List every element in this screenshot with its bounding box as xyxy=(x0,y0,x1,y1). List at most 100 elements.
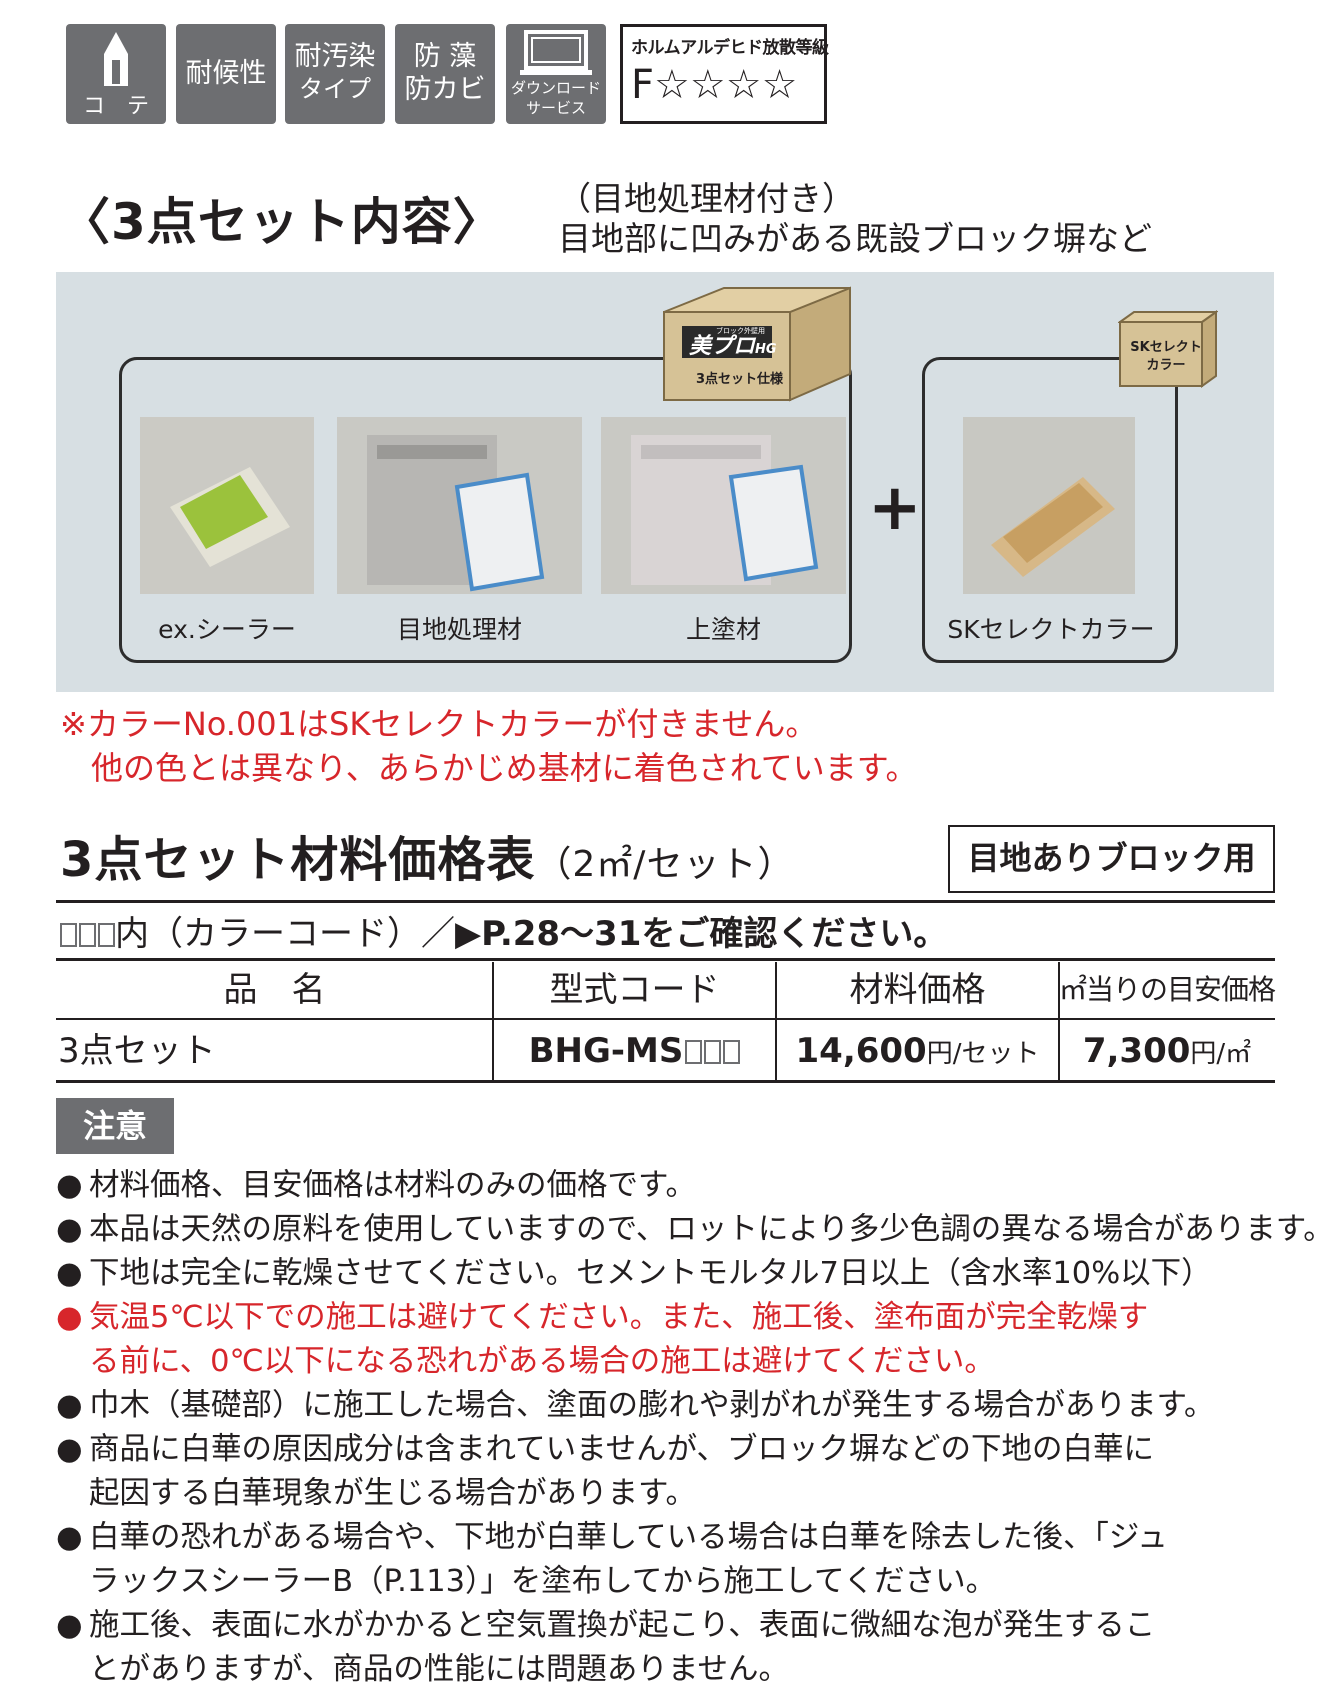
header-model-code: 型式コード xyxy=(549,970,720,1010)
joint-material-bags-image xyxy=(367,435,545,592)
material-price-value: 14,600 xyxy=(795,1031,927,1071)
sk-box-label-2: カラー xyxy=(1146,358,1186,373)
select-color-group xyxy=(922,357,1178,663)
caution-text: 起因する白華現象が生じる場合があります。 xyxy=(89,1476,696,1511)
monitor-icon xyxy=(520,30,592,75)
color-code-box-icon xyxy=(79,923,96,947)
item-caption-sealer: ex.シーラー xyxy=(158,615,296,644)
caution-text: 商品に白華の原因成分は含まれていませんが、ブロック塀などの下地の白華に xyxy=(89,1432,1155,1467)
warning-line-1: ※カラーNo.001はSKセレクトカラーが付きません。 xyxy=(60,705,818,743)
trowel-icon xyxy=(104,32,128,86)
color-code-reference: ▶P.28〜31をご確認ください。 xyxy=(455,914,948,954)
download-label-1: ダウンロード xyxy=(510,79,601,97)
caution-list: ●材料価格、目安価格は材料のみの価格です。●本品は天然の原料を使用していますので… xyxy=(56,1164,1332,1692)
set-note-2: 目地部に凹みがある既設ブロック塀など xyxy=(558,219,1152,258)
price-table-title-text: 3点セット材料価格表 xyxy=(60,832,536,888)
cell-product-name: 3点セット xyxy=(58,1031,216,1071)
bullet-icon: ● xyxy=(56,1432,83,1467)
col-sep-1 xyxy=(492,962,494,1080)
caution-item: る前に、0℃以下になる恐れがある場合の施工は避けてください。 xyxy=(56,1340,1281,1384)
model-code-box-icon xyxy=(723,1040,741,1064)
kote-label: コ テ xyxy=(82,94,149,119)
item-caption-topcoat: 上塗材 xyxy=(685,615,761,644)
caution-text: 白華の恐れがある場合や、下地が白華している場合は白華を除去した後、「ジュ xyxy=(89,1520,1168,1555)
caution-item: ●下地は完全に乾燥させてください。セメントモルタル7日以上（含水率10%以下） xyxy=(56,1252,1281,1296)
box-label: 3点セット仕様 xyxy=(696,372,784,387)
box-brand: 美プロHG xyxy=(689,328,777,360)
set-contents-heading: 〈3点セット内容〉 xyxy=(60,193,504,251)
table-header-top-rule xyxy=(56,958,1275,961)
per-m2-value: 7,300 xyxy=(1082,1031,1191,1071)
bullet-icon: ● xyxy=(56,1300,83,1335)
weather-badge: 耐候性 xyxy=(176,24,276,124)
color-code-box-icon xyxy=(60,923,77,947)
caution-item: ●本品は天然の原料を使用していますので、ロットにより多少色調の異なる場合がありま… xyxy=(56,1208,1332,1252)
formaldehyde-badge: ホルムアルデヒド放散等級 F☆☆☆☆ xyxy=(620,24,829,124)
caution-text: ラックスシーラーB（P.113）」を塗布してから施工してください。 xyxy=(89,1564,997,1599)
sealer-pack-image xyxy=(170,467,290,567)
item-caption-select-color: SKセレクトカラー xyxy=(947,615,1155,644)
color-code-line: 内（カラーコード）／▶P.28〜31をご確認ください。 xyxy=(58,906,947,955)
table-bottom-rule xyxy=(56,1080,1275,1083)
caution-item: とがありますが、商品の性能には問題ありません。 xyxy=(56,1648,1281,1692)
warning-line-2: 他の色とは異なり、あらかじめ基材に着色されています。 xyxy=(91,749,918,787)
cell-price-per-m2: 7,300円/㎡ xyxy=(1059,1020,1275,1082)
caution-text: 気温5℃以下での施工は避けてください。また、施工後、塗布面が完全乾燥す xyxy=(89,1300,1149,1335)
caution-text: とがありますが、商品の性能には問題ありません。 xyxy=(89,1652,789,1687)
caution-item: ●施工後、表面に水がかかると空気置換が起こり、表面に微細な泡が発生するこ xyxy=(56,1604,1281,1648)
box-brand-small: ブロック外壁用 xyxy=(716,327,765,335)
col-sep-2 xyxy=(775,962,777,1080)
topcoat-photo xyxy=(601,417,846,594)
per-m2-unit: 円/㎡ xyxy=(1190,1039,1252,1069)
price-table-title: 3点セット材料価格表（2㎡/セット） xyxy=(60,820,794,890)
kote-badge: コ テ xyxy=(66,24,166,124)
formaldehyde-title: ホルムアルデヒド放散等級 xyxy=(631,38,829,58)
download-label-2: サービス xyxy=(525,99,586,117)
topcoat-bags-image xyxy=(631,435,819,585)
download-badge: ダウンロード サービス xyxy=(506,24,606,124)
bullet-icon: ● xyxy=(56,1388,83,1423)
caution-item: ラックスシーラーB（P.113）」を塗布してから施工してください。 xyxy=(56,1560,1281,1604)
item-caption-joint: 目地処理材 xyxy=(396,615,522,644)
formaldehyde-grade: F☆☆☆☆ xyxy=(631,62,798,108)
plus-sign: + xyxy=(868,471,922,545)
three-piece-group xyxy=(119,357,852,663)
mold-label-2: 防カビ xyxy=(404,74,486,105)
cell-material-price: 14,600円/セット xyxy=(776,1020,1059,1082)
bullet-icon: ● xyxy=(56,1168,83,1203)
model-code-text: BHG-MS xyxy=(528,1031,684,1071)
sealer-photo xyxy=(140,417,314,594)
stain-badge: 耐汚染 タイプ xyxy=(285,24,385,124)
caution-item: ●白華の恐れがある場合や、下地が白華している場合は白華を除去した後、「ジュ xyxy=(56,1516,1281,1560)
table-top-rule xyxy=(56,900,1275,903)
caution-item: 起因する白華現象が生じる場合があります。 xyxy=(56,1472,1281,1516)
stain-label-1: 耐汚染 xyxy=(294,41,376,72)
color-code-box-icon xyxy=(98,923,115,947)
box-brand-name: 美プロ xyxy=(689,334,756,359)
col-sep-3 xyxy=(1058,962,1060,1080)
select-color-photo xyxy=(963,417,1135,594)
sk-box-label-1: SKセレクト xyxy=(1130,340,1202,355)
caution-item: ●巾木（基礎部）に施工した場合、塗面の膨れや剥がれが発生する場合があります。 xyxy=(56,1384,1281,1428)
set-contents-panel: ブロック外壁用 美プロHG 3点セット仕様 SKセレクト カラー xyxy=(56,272,1274,692)
caution-label: 注意 xyxy=(56,1098,174,1154)
stain-label-2: タイプ xyxy=(299,75,371,103)
header-material-price: 材料価格 xyxy=(849,970,986,1010)
model-code-box-icon xyxy=(685,1040,703,1064)
mold-badge: 防 藻 防カビ xyxy=(395,24,495,124)
select-color-pack-image xyxy=(991,477,1115,577)
set-note-1: （目地処理材付き） xyxy=(558,179,855,218)
mold-label-1: 防 藻 xyxy=(413,41,477,72)
header-product-name: 品 名 xyxy=(223,970,326,1010)
weather-label: 耐候性 xyxy=(185,58,267,89)
color-code-prefix: 内（カラーコード）／ xyxy=(115,914,455,954)
bullet-icon: ● xyxy=(56,1520,83,1555)
table-header-bottom-rule xyxy=(56,1018,1275,1020)
header-price-per-m2: ㎡当りの目安価格 xyxy=(1059,973,1276,1006)
caution-item: ●商品に白華の原因成分は含まれていませんが、ブロック塀などの下地の白華に xyxy=(56,1428,1281,1472)
caution-item: ●気温5℃以下での施工は避けてください。また、施工後、塗布面が完全乾燥す xyxy=(56,1296,1281,1340)
caution-text: 施工後、表面に水がかかると空気置換が起こり、表面に微細な泡が発生するこ xyxy=(89,1608,1156,1643)
sk-box-image xyxy=(1118,310,1218,388)
caution-item: ●材料価格、目安価格は材料のみの価格です。 xyxy=(56,1164,1281,1208)
caution-text: 下地は完全に乾燥させてください。セメントモルタル7日以上（含水率10%以下） xyxy=(89,1256,1212,1291)
